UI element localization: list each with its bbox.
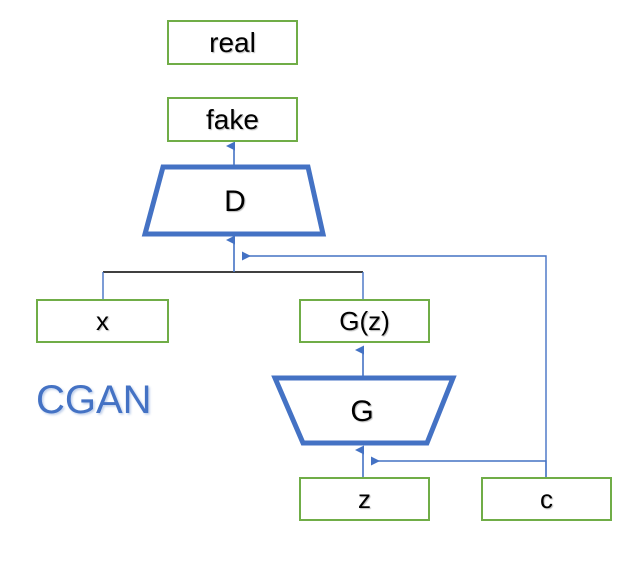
node-generator[interactable]: G xyxy=(266,374,458,450)
node-x-label: x xyxy=(96,306,109,336)
node-real-label: real xyxy=(209,26,256,58)
node-fake-label: fake xyxy=(206,103,259,135)
node-c-label: c xyxy=(540,484,553,514)
node-x[interactable]: x xyxy=(36,299,169,343)
edge-c-to-d xyxy=(242,251,547,477)
node-fake[interactable]: fake xyxy=(167,97,298,142)
node-gz-label: G(z) xyxy=(339,306,390,336)
node-c[interactable]: c xyxy=(481,477,612,521)
node-z-label: z xyxy=(358,484,371,514)
diagram-title: CGAN xyxy=(36,378,152,422)
discriminator-shape xyxy=(141,164,327,237)
node-z[interactable]: z xyxy=(299,477,430,521)
node-real[interactable]: real xyxy=(167,20,298,65)
edge-c-to-g xyxy=(371,456,547,477)
node-gz[interactable]: G(z) xyxy=(299,299,430,343)
node-discriminator[interactable]: D xyxy=(140,163,330,241)
generator-shape xyxy=(271,375,457,446)
